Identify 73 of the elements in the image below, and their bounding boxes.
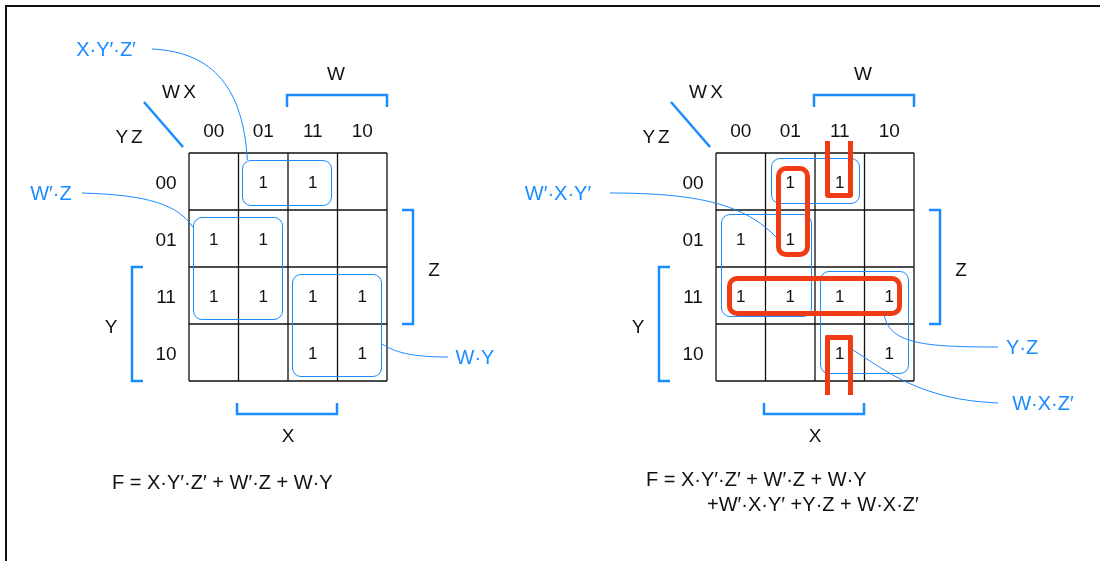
cell-value: 1	[835, 344, 845, 361]
row-header: 01	[155, 229, 177, 248]
variable-label: Z	[428, 259, 440, 279]
cell-value: 1	[736, 230, 746, 247]
term-label: W·Y	[448, 345, 502, 369]
grouping-loop	[820, 271, 909, 374]
equation: F = X·Y′·Z′ + W′·Z + W·Y	[646, 469, 867, 489]
row-header: 11	[683, 286, 703, 305]
term-label: W′·Z	[20, 181, 82, 205]
column-header: 11	[829, 120, 850, 140]
variable-label: W	[854, 63, 872, 83]
cell-value: 1	[785, 230, 795, 247]
term-label: Y·Z	[998, 335, 1046, 359]
leader-line	[884, 315, 999, 348]
variable-label: W	[327, 63, 345, 83]
grouping-loop	[242, 160, 332, 206]
cell-value: 1	[308, 287, 318, 304]
grouping-loop	[292, 274, 382, 377]
grouping-loop	[771, 158, 860, 204]
grouping-loop	[721, 214, 812, 317]
cell-value: 1	[357, 344, 367, 361]
highlight-loop	[727, 276, 902, 316]
variable-label: Y	[104, 316, 118, 336]
axis-label: W X	[689, 81, 723, 101]
row-header: 00	[155, 172, 177, 191]
cell-value: 1	[884, 344, 894, 361]
term-label: W·X·Z′	[998, 391, 1088, 415]
cell-value: 1	[258, 173, 268, 190]
cell-value: 1	[785, 287, 795, 304]
cell-value: 1	[258, 230, 268, 247]
cell-value: 1	[308, 173, 318, 190]
variable-label: X	[281, 425, 295, 445]
cell-value: 1	[785, 173, 795, 190]
axis-label: Y Z	[115, 126, 143, 146]
cell-value: 1	[357, 287, 367, 304]
term-label: W′·X·Y′	[506, 181, 610, 205]
leader-line	[81, 192, 194, 228]
column-header: 10	[878, 120, 900, 140]
cell-value: 1	[884, 287, 894, 304]
column-header: 11	[302, 120, 323, 140]
equation: F = X·Y′·Z′ + W′·Z + W·Y	[112, 472, 333, 492]
column-header: 01	[779, 120, 801, 140]
term-label: X·Y′·Z′	[60, 37, 152, 61]
leader-line	[151, 48, 248, 161]
highlight-loop	[776, 166, 810, 257]
cell-value: 1	[736, 287, 746, 304]
column-header: 00	[203, 120, 225, 140]
row-header: 10	[682, 343, 704, 362]
row-header: 00	[682, 172, 704, 191]
axis-label: Y Z	[642, 126, 670, 146]
cell-value: 1	[835, 287, 845, 304]
row-header: 01	[682, 229, 704, 248]
column-header: 10	[351, 120, 373, 140]
leader-line	[852, 349, 999, 404]
axis-label: W X	[162, 81, 196, 101]
leader-line	[381, 343, 449, 358]
variable-label: Z	[955, 259, 967, 279]
highlight-loop	[825, 335, 853, 395]
cell-value: 1	[835, 173, 845, 190]
row-header: 11	[156, 286, 176, 305]
variable-label: Y	[631, 316, 645, 336]
column-header: 01	[252, 120, 274, 140]
row-header: 10	[155, 343, 177, 362]
column-header: 00	[730, 120, 752, 140]
cell-value: 1	[209, 230, 219, 247]
cell-value: 1	[209, 287, 219, 304]
variable-label: X	[808, 425, 822, 445]
leader-line	[609, 192, 777, 238]
grouping-loop	[193, 217, 283, 320]
cell-value: 1	[258, 287, 268, 304]
cell-value: 1	[308, 344, 318, 361]
highlight-loop	[825, 141, 853, 198]
equation: +W′·X·Y′ +Y·Z + W·X·Z′	[707, 494, 919, 514]
